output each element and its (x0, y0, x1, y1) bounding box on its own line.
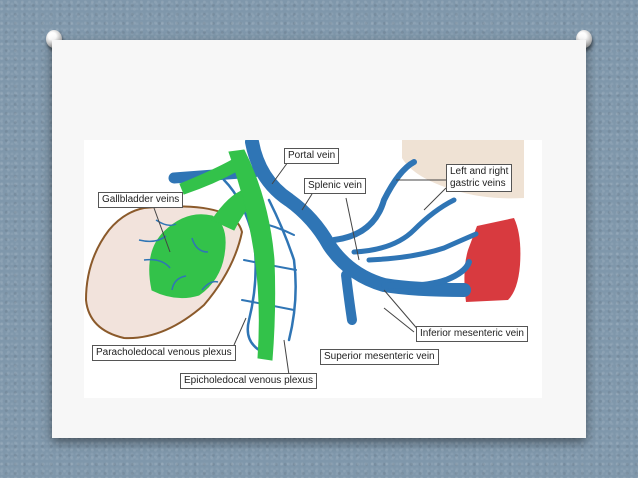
label-epicholedocal-plexus: Epicholedocal venous plexus (180, 373, 317, 389)
diagram-canvas (84, 140, 524, 376)
label-inferior-mesenteric-vein: Inferior mesenteric vein (416, 326, 528, 342)
gallbladder-small-veins (138, 219, 219, 291)
label-splenic-vein: Splenic vein (304, 178, 366, 194)
leader-lines (153, 161, 447, 376)
label-superior-mesenteric-vein: Superior mesenteric vein (320, 349, 439, 365)
label-gallbladder-veins: Gallbladder veins (98, 192, 184, 208)
label-gastric-veins: Left and right gastric veins (446, 164, 513, 192)
label-portal-vein: Portal vein (284, 148, 340, 164)
spleen-shape (464, 218, 521, 302)
portal-venous-diagram: Portal vein Splenic vein Left and right … (84, 140, 542, 398)
gallbladder-bile-duct (149, 149, 276, 361)
label-paracholedocal-plexus: Paracholedocal venous plexus (92, 345, 236, 361)
